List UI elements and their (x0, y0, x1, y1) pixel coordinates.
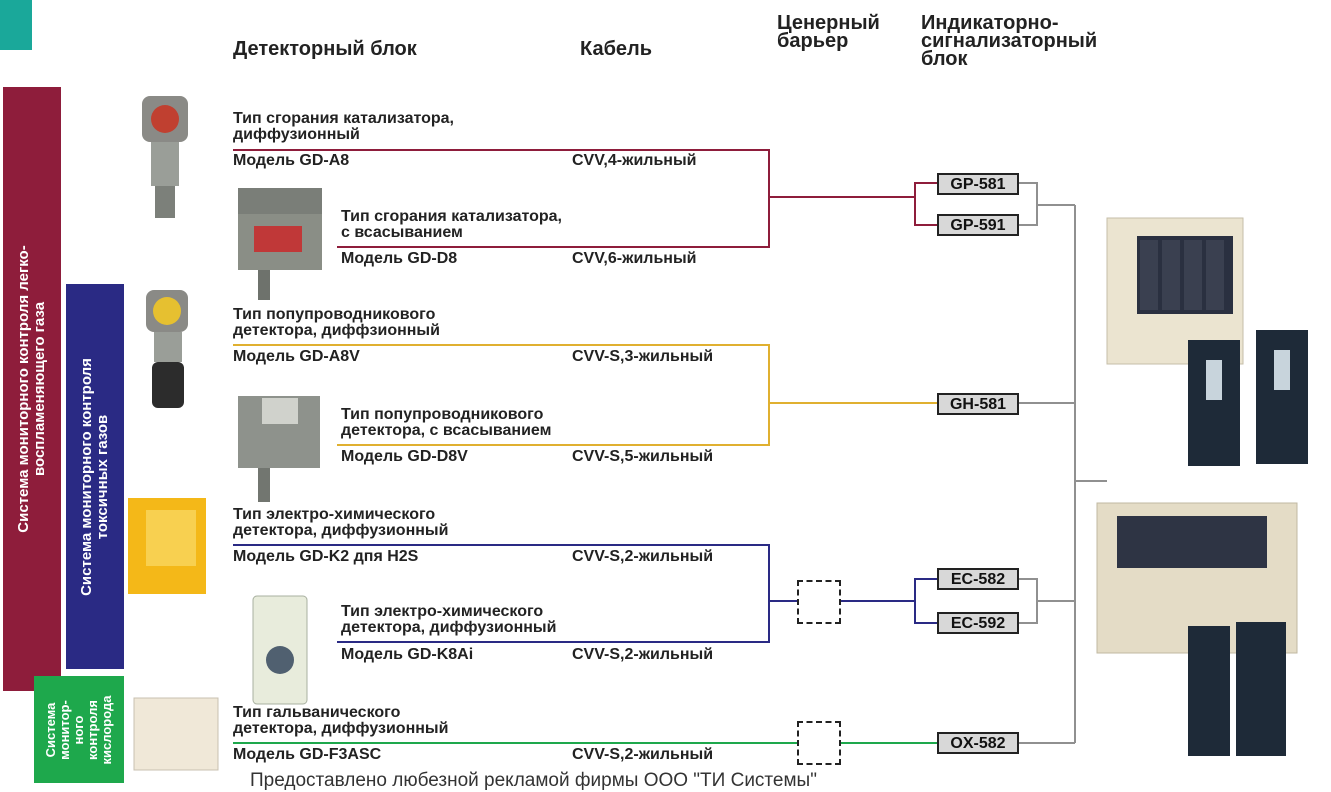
detector-3-type-line: Тип попупроводникового (233, 306, 436, 323)
band-oxygen: Система монитор- ного контроля кислорода (34, 676, 124, 783)
detector-3-type-line: детектора, диффзионный (233, 322, 440, 339)
detector-gd-f3asc-image (133, 697, 219, 771)
header-indicator-line: блок (921, 48, 968, 70)
header-indicator-line: сигнализаторный (921, 30, 1098, 52)
detector-5-type-line: детектора, диффузионный (233, 522, 449, 539)
detector-4-type-line: Тип попупроводникового (341, 406, 544, 423)
detector-gd-a8v-image (146, 290, 188, 408)
detector-7-type-line: детектора, диффузионный (233, 720, 449, 737)
detector-2-type-line: Тип сгорания катализатора, (341, 208, 562, 225)
detector-1-type-line: Тип сгорания катализатора, (233, 110, 454, 127)
detector-3-cable: CVV-S,3-жильный (572, 348, 714, 365)
corner-tab (0, 0, 32, 50)
indicator-ox-582: OX-582 (937, 732, 1019, 754)
detector-6-cable: CVV-S,2-жильный (572, 646, 714, 663)
detector-gd-d8-image (238, 188, 322, 300)
detector-5-type: Тип электро-химического детектора, диффу… (233, 507, 448, 539)
indicator-gp-581: GP-581 (937, 173, 1019, 195)
detector-7-model: Модель GD-F3ASC (233, 746, 382, 763)
detector-4-type: Тип попупроводникового детектора, с всас… (341, 407, 551, 439)
header-cable: Кабель (580, 38, 653, 60)
detector-7-type-line: Тип гальванического (233, 704, 401, 721)
detector-5-type-line: Тип электро-химического (233, 506, 436, 523)
indicator-modules-top-image (1188, 330, 1308, 466)
footer-caption: Предоставлено любезной рекламой фирмы ОО… (250, 770, 817, 791)
detector-2-type-line: с всасыванием (341, 224, 463, 241)
detector-7-cable: CVV-S,2-жильный (572, 746, 714, 763)
band-flammable: Система мониторного контроля легко- восп… (3, 87, 61, 691)
wire-trunk (1019, 182, 1107, 744)
detector-gd-a8-image (142, 96, 188, 218)
zener-barrier-electrochemical (797, 580, 841, 624)
header-indicator-line: Индикаторно- (921, 12, 1059, 34)
detector-2-model: Модель GD-D8 (341, 250, 458, 267)
detector-3-model: Модель GD-A8V (233, 348, 360, 365)
detector-5-cable: CVV-S,2-жильный (572, 548, 714, 565)
detector-1-type: Тип сгорания катализатора, диффузионный (233, 111, 454, 143)
detector-1-model: Модель GD-A8 (233, 152, 350, 169)
detector-gd-k2-image (128, 498, 206, 594)
detector-6-type-line: детектора, диффузионный (341, 619, 557, 636)
detector-4-model: Модель GD-D8V (341, 448, 468, 465)
band-toxic: Система мониторного контроля токсичных г… (66, 284, 124, 669)
indicator-gh-581: GH-581 (937, 393, 1019, 415)
indicator-cabinet-top-image (1106, 217, 1244, 365)
wire-electrochemical (233, 544, 937, 643)
detector-3-type: Тип попупроводникового детектора, диффзи… (233, 307, 440, 339)
wire-flammable (233, 149, 937, 248)
header-barrier-line: барьер (777, 30, 849, 52)
header-barrier-line: Ценерный (777, 12, 880, 34)
indicator-modules-bottom-image (1188, 622, 1286, 756)
indicator-ec-582: EC-582 (937, 568, 1019, 590)
detector-4-cable: CVV-S,5-жильный (572, 448, 714, 465)
detector-6-model: Модель GD-K8Ai (341, 646, 474, 663)
detector-6-type-line: Тип электро-химического (341, 603, 544, 620)
detector-4-type-line: детектора, с всасыванием (341, 422, 552, 439)
detector-7-type: Тип гальванического детектора, диффузион… (233, 705, 448, 737)
detector-gd-d8v-image (238, 396, 320, 502)
detector-1-cable: CVV,4-жильный (572, 152, 697, 169)
detector-2-cable: CVV,6-жильный (572, 250, 697, 267)
zener-barrier-oxygen (797, 721, 841, 765)
detector-gd-k8ai-image (252, 595, 308, 705)
wire-semiconductor (233, 344, 937, 446)
header-indicator: Индикаторно- сигнализаторный блок (921, 12, 1098, 70)
detector-2-type: Тип сгорания катализатора, с всасыванием (341, 209, 562, 241)
indicator-ec-592: EC-592 (937, 612, 1019, 634)
header-barrier: Ценерный барьер (777, 12, 880, 52)
detector-5-model: Модель GD-K2 дпя H2S (233, 548, 419, 565)
header-detector: Детекторный блок (233, 38, 417, 60)
indicator-gp-591: GP-591 (937, 214, 1019, 236)
detector-6-type: Тип электро-химического детектора, диффу… (341, 604, 556, 636)
detector-1-type-line: диффузионный (233, 126, 360, 143)
